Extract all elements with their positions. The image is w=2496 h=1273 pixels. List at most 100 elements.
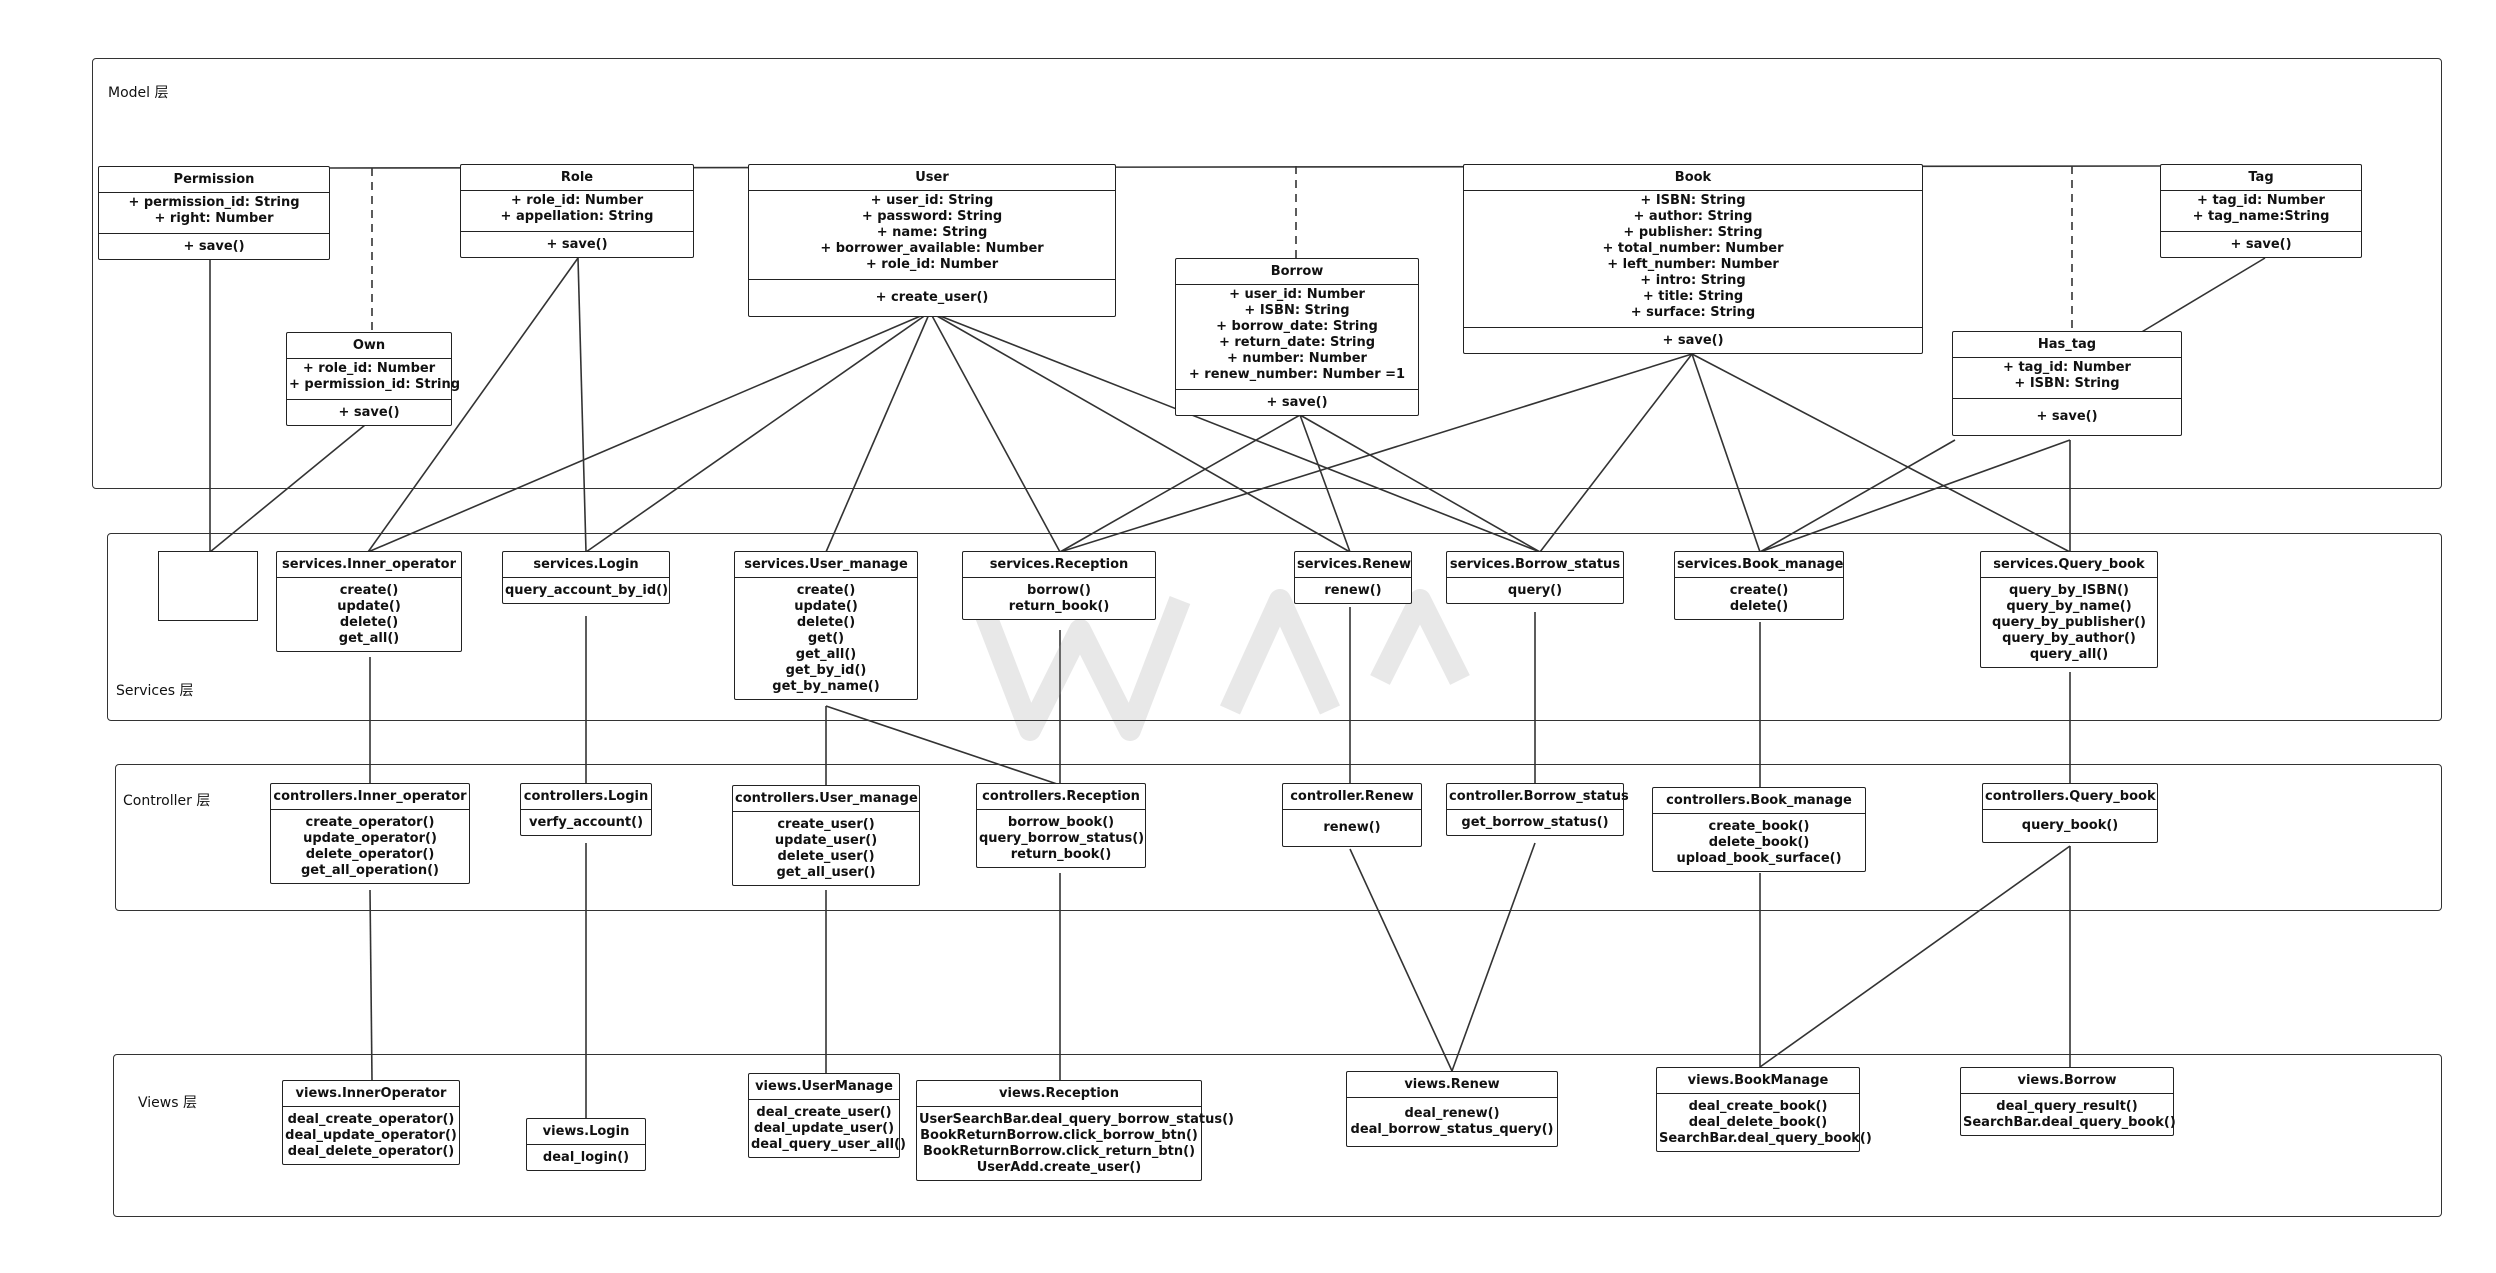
class-own: Own + role_id: Number + permission_id: S… <box>286 332 461 426</box>
class-borrow: Borrow + user_id: Number + ISBN: String … <box>1175 258 1419 416</box>
class-title: services.Query_book <box>1981 552 2157 578</box>
class-title: controllers.Reception <box>977 784 1145 810</box>
class-title: Own <box>287 333 451 359</box>
class-title: controllers.User_manage <box>733 786 919 812</box>
operation: update() <box>337 599 401 614</box>
class-title: views.InnerOperator <box>283 1081 459 1107</box>
class-book: Book + ISBN: String + author: String + p… <box>1463 164 1923 354</box>
attribute: + author: String <box>1633 209 1753 224</box>
class-title: Tag <box>2161 165 2361 191</box>
operation: return_book() <box>1010 847 1112 862</box>
attribute: + borrower_available: Number <box>820 241 1044 256</box>
controller-inner-operator: controllers.Inner_operator create_operat… <box>270 783 470 884</box>
class-title: views.UserManage <box>749 1074 899 1100</box>
attribute: + title: String <box>1642 289 1744 304</box>
service-query-book: services.Query_book query_by_ISBN() quer… <box>1980 551 2158 668</box>
operation: get_all() <box>338 631 400 646</box>
operation: delete_book() <box>1708 835 1810 850</box>
controller-query-book: controllers.Query_book query_book() <box>1982 783 2158 843</box>
operation: upload_book_surface() <box>1676 851 1842 866</box>
attribute: + tag_id: Number <box>2197 193 2325 208</box>
operation: delete() <box>796 615 856 630</box>
attribute: + ISBN: String <box>1244 303 1350 318</box>
operation: deal_login() <box>542 1150 630 1165</box>
view-user-manage: views.UserManage deal_create_user() deal… <box>748 1073 906 1158</box>
view-reception: views.Reception UserSearchBar.deal_query… <box>916 1080 1234 1181</box>
attribute: + ISBN: String <box>1640 193 1746 208</box>
attribute: + return_date: String <box>1218 335 1376 350</box>
operation: deal_update_user() <box>753 1121 895 1136</box>
operation: update() <box>794 599 858 614</box>
class-title: views.Renew <box>1347 1072 1557 1098</box>
class-title: views.BookManage <box>1657 1068 1859 1094</box>
class-user: User + user_id: String + password: Strin… <box>748 164 1116 317</box>
view-book-manage: views.BookManage deal_create_book() deal… <box>1656 1067 1872 1152</box>
operation: query_by_name() <box>2006 599 2132 614</box>
class-title: services.User_manage <box>735 552 917 578</box>
operation: + save() <box>338 405 400 420</box>
operation: SearchBar.deal_query_book() <box>1963 1115 2176 1130</box>
attribute: + number: Number <box>1227 351 1367 366</box>
class-title: Role <box>461 165 693 191</box>
views-layer-label: Views 层 <box>138 1095 197 1111</box>
view-login: views.Login deal_login() <box>526 1118 646 1171</box>
service-reception: services.Reception borrow() return_book(… <box>962 551 1156 620</box>
operation: get_by_id() <box>785 663 867 678</box>
attribute: + renew_number: Number =1 <box>1188 367 1406 382</box>
operation: deal_delete_operator() <box>287 1144 455 1159</box>
operation: + save() <box>2036 409 2098 424</box>
service-user-manage: services.User_manage create() update() d… <box>734 551 918 700</box>
class-title: services.Login <box>503 552 669 578</box>
class-title: Has_tag <box>1953 332 2181 358</box>
attribute: + intro: String <box>1640 273 1746 288</box>
operation: return_book() <box>1008 599 1110 614</box>
operation: SearchBar.deal_query_book() <box>1659 1131 1872 1146</box>
operation: query_all() <box>2029 647 2109 662</box>
operation: renew() <box>1323 820 1381 835</box>
model-layer-label: Model 层 <box>108 85 169 101</box>
service-inner-operator: services.Inner_operator create() update(… <box>276 551 462 652</box>
attribute: + permission_id: String <box>289 377 461 392</box>
operation: query_book() <box>2021 818 2119 833</box>
operation: deal_renew() <box>1404 1106 1500 1121</box>
operation: create() <box>796 583 856 598</box>
operation: create_user() <box>777 817 875 832</box>
operation: get_all_user() <box>776 865 876 880</box>
operation: query_account_by_id() <box>505 583 669 598</box>
attribute: + user_id: String <box>870 193 994 208</box>
controller-reception: controllers.Reception borrow_book() quer… <box>976 783 1146 868</box>
edge <box>369 889 373 1081</box>
attribute: + right: Number <box>154 211 274 226</box>
attribute: + surface: String <box>1630 305 1756 320</box>
class-title: controllers.Inner_operator <box>271 784 469 810</box>
class-title: services.Renew <box>1295 552 1411 578</box>
operation: deal_create_user() <box>756 1105 892 1120</box>
view-inner-operator: views.InnerOperator deal_create_operator… <box>282 1080 460 1165</box>
class-title: Borrow <box>1176 259 1418 285</box>
operation: get() <box>807 631 845 646</box>
operation: get_all_operation() <box>301 863 439 878</box>
operation: create_operator() <box>305 815 435 830</box>
class-title: services.Borrow_status <box>1447 552 1623 578</box>
operation: BookReturnBorrow.click_borrow_btn() <box>920 1128 1198 1143</box>
operation: deal_query_result() <box>1996 1099 2138 1114</box>
operation: create_book() <box>1708 819 1810 834</box>
controller-layer <box>115 764 2442 911</box>
services-layer-label: Services 层 <box>116 683 194 699</box>
class-title: views.Login <box>527 1119 645 1145</box>
service-book-manage: services.Book_manage create() delete() <box>1674 551 1844 620</box>
class-permission: Permission + permission_id: String + rig… <box>98 166 330 260</box>
controller-book-manage: controllers.Book_manage create_book() de… <box>1652 787 1866 872</box>
operation: + save() <box>1662 333 1724 348</box>
watermark-logo <box>969 589 1470 741</box>
operation: verfy_account() <box>528 815 644 830</box>
service-borrow-status: services.Borrow_status query() <box>1446 551 1624 604</box>
class-title: Book <box>1464 165 1922 191</box>
class-tag: Tag + tag_id: Number + tag_name:String +… <box>2160 164 2362 258</box>
operation: borrow() <box>1027 583 1091 598</box>
attribute: + tag_id: Number <box>2003 360 2131 375</box>
attribute: + role_id: Number <box>865 257 999 272</box>
services-layer <box>107 533 2442 721</box>
class-title: controller.Renew <box>1283 784 1421 810</box>
operation: + save() <box>546 237 608 252</box>
